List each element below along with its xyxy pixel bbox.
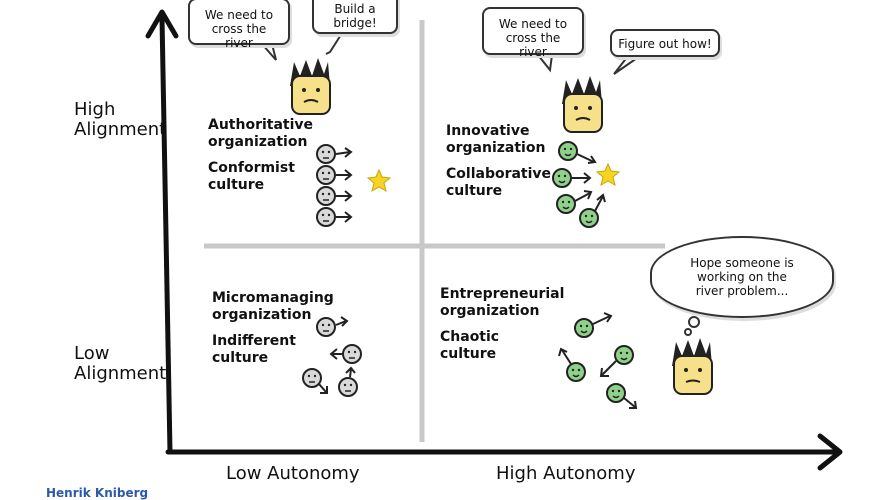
quadrant-top-right: Innovative organization Collaborative cu… [446, 123, 551, 200]
speech-tails [261, 29, 641, 75]
thought-cloud-tail [684, 316, 700, 336]
speech-bubble-tr-2: Figure out how! [610, 29, 720, 57]
star-icon [366, 168, 392, 193]
thought-cloud-br: Hope someone is working on the river pro… [650, 236, 834, 318]
speech-bubble-tl-2: Build a bridge! [312, 0, 398, 34]
culture-label: Indifferent culture [212, 333, 296, 366]
quadrant-bottom-right: Entrepreneurial organization Chaotic cul… [440, 286, 564, 363]
leader-top-left [290, 58, 331, 115]
leader-bottom-right [672, 338, 713, 395]
quadrant-bottom-left: Micromanaging organization Indifferent c… [212, 290, 334, 367]
people-chaotic-green [558, 312, 638, 409]
x-axis-low-label: Low Autonomy [226, 463, 360, 484]
speech-bubble-tr-1: We need to cross the river [482, 7, 584, 59]
culture-label: Collaborative culture [446, 166, 552, 199]
culture-label: Chaotic culture [440, 329, 500, 362]
y-axis [145, 9, 179, 455]
quadrant-top-left: Authoritative organization Conformist cu… [208, 117, 313, 194]
leader-top-right [562, 76, 603, 133]
author-credit: Henrik Kniberg [46, 486, 149, 500]
org-type-label: Micromanaging organization [212, 290, 334, 323]
people-indifferent-gray [302, 316, 362, 397]
org-type-label: Innovative organization [446, 123, 546, 156]
people-aligned-green [552, 141, 606, 228]
org-type-label: Entrepreneurial organization [440, 286, 565, 319]
star-icon [595, 162, 621, 187]
y-axis-high-label: High Alignment [74, 99, 167, 140]
speech-bubble-tl-1: We need to cross the river [188, 0, 290, 50]
y-axis-low-label: Low Alignment [74, 343, 167, 384]
people-aligned-gray [316, 144, 353, 227]
org-type-label: Authoritative organization [208, 117, 314, 150]
culture-label: Conformist culture [208, 160, 295, 193]
x-axis-high-label: High Autonomy [496, 463, 636, 484]
x-axis [165, 433, 843, 471]
